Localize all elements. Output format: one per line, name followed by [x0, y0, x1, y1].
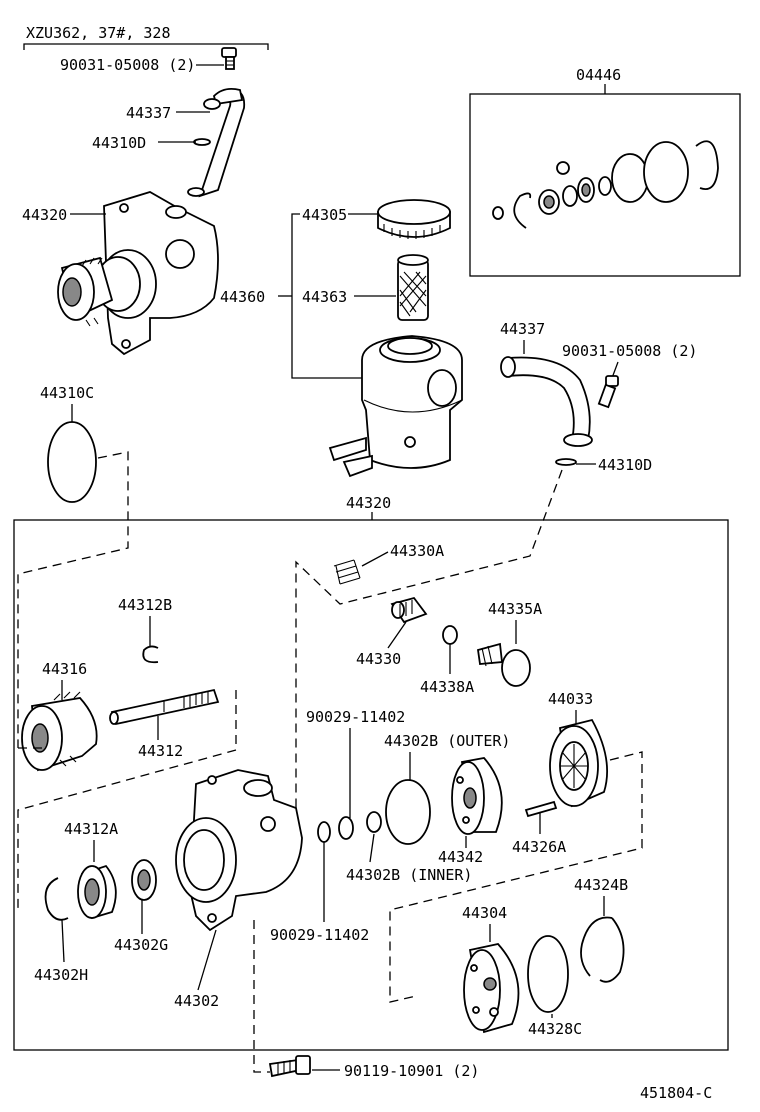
snapring-left-icon [44, 877, 69, 921]
drive-shaft-icon [109, 688, 220, 726]
side-plate-icon [451, 757, 503, 835]
pulley-gear-icon [21, 691, 98, 772]
label-oring-right: 44310D [598, 456, 652, 474]
label-plug: 44335A [488, 600, 542, 618]
label-gasket-lower: 90029-11402 [270, 926, 369, 944]
label-bearing: 44312A [64, 820, 118, 838]
label-spring: 44330A [390, 542, 444, 560]
label-valve: 44330 [356, 650, 401, 668]
plug-icon [476, 642, 531, 687]
bolt-right-icon [597, 375, 619, 409]
flow-valve-icon [390, 596, 428, 624]
reservoir-cap-icon [377, 199, 451, 239]
model-bracket [23, 43, 269, 50]
gasket-b-icon [338, 816, 354, 840]
label-bolt-top: 90031-05008 (2) [60, 56, 195, 74]
reservoir-tank-icon [328, 335, 463, 478]
label-bolt-bottom: 90119-10901 (2) [344, 1062, 479, 1080]
label-tube-top: 44337 [126, 104, 171, 122]
kit-box [469, 93, 741, 277]
pump-housing-icon [175, 769, 303, 932]
pressure-tube-icon [187, 87, 246, 198]
bearing-icon [77, 864, 117, 920]
label-oring-left: 44310C [40, 384, 94, 402]
plate-inner-icon [366, 811, 382, 833]
model-note: XZU362, 37#, 328 [26, 24, 171, 42]
oil-seal-icon [131, 859, 157, 901]
label-housing: 44302 [174, 992, 219, 1010]
label-kit: 04446 [576, 66, 621, 84]
label-gasket-upper: 90029-11402 [306, 708, 405, 726]
pin-icon [524, 800, 558, 818]
strainer-icon [397, 254, 429, 321]
label-strainer: 44363 [302, 288, 347, 306]
label-oring-rear: 44328C [528, 1020, 582, 1038]
bolt-icon [221, 47, 237, 70]
label-snapring-shaft: 44312B [118, 596, 172, 614]
label-plate-outer: 44302B (OUTER) [384, 732, 510, 750]
gasket-a-icon [317, 821, 331, 843]
label-oring-plug: 44338A [420, 678, 474, 696]
figure-code: 451804-C [640, 1084, 712, 1102]
seal-kit-icon [492, 140, 719, 229]
snapring-shaft-icon [142, 645, 159, 664]
label-cap: 44305 [302, 206, 347, 224]
label-pump-box: 44320 [346, 494, 391, 512]
label-oring-top: 44310D [92, 134, 146, 152]
label-plate-inner: 44302B (INNER) [346, 866, 472, 884]
oring-left-icon [47, 421, 97, 503]
label-cam-ring: 44033 [548, 690, 593, 708]
plate-outer-icon [385, 779, 431, 845]
snapring-right-icon [580, 916, 625, 983]
return-tube-icon [500, 356, 593, 447]
oring-rear-icon [527, 935, 569, 1013]
spring-icon [333, 559, 361, 585]
label-tube-right: 44337 [500, 320, 545, 338]
cam-ring-icon [549, 718, 609, 808]
label-seal-left: 44302G [114, 936, 168, 954]
label-rear-housing: 44304 [462, 904, 507, 922]
top-pump-group [57, 47, 246, 356]
pump-assembly-box [13, 519, 729, 1051]
label-side-plate: 44342 [438, 848, 483, 866]
label-pin: 44326A [512, 838, 566, 856]
label-pulley: 44316 [42, 660, 87, 678]
label-bolt-right: 90031-05008 (2) [562, 342, 697, 360]
oring-icon [193, 138, 211, 146]
pump-body-icon [57, 191, 219, 356]
rear-housing-icon [463, 943, 520, 1034]
label-snapring-right: 44324B [574, 876, 628, 894]
label-snapring-left: 44302H [34, 966, 88, 984]
oring-right-icon [555, 458, 577, 466]
label-shaft: 44312 [138, 742, 183, 760]
label-pump-top: 44320 [22, 206, 67, 224]
bolt-bottom-icon [268, 1055, 311, 1078]
oring-plug-icon [442, 625, 458, 645]
label-reservoir: 44360 [220, 288, 265, 306]
